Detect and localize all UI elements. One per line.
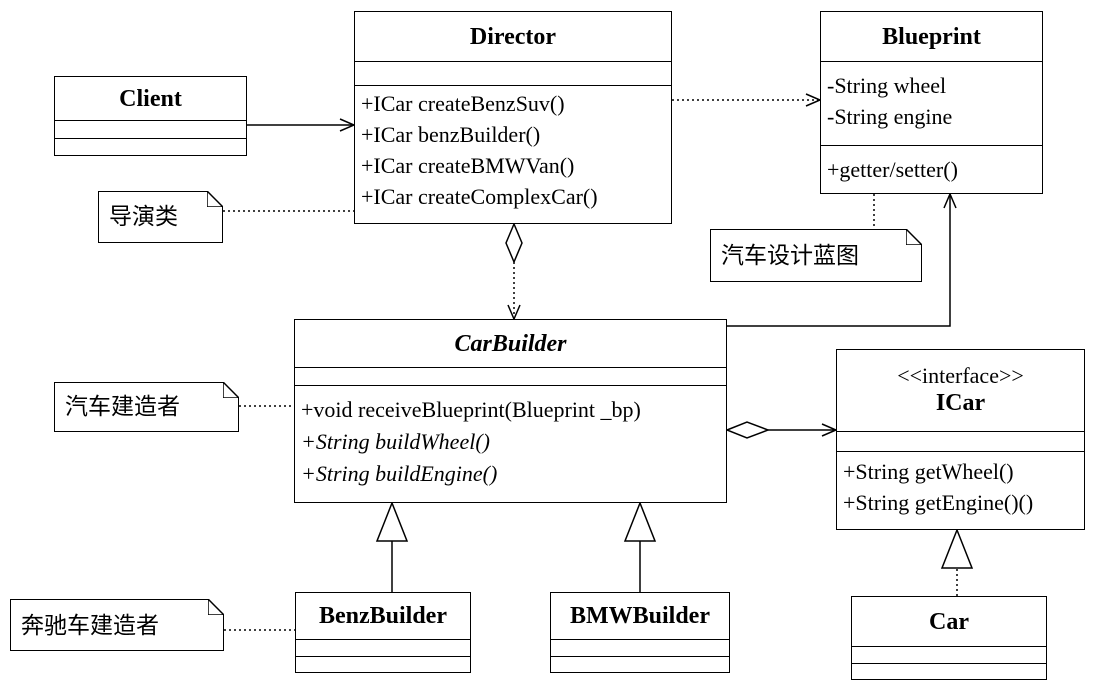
class-blueprint-methods: +getter/setter() — [821, 146, 1042, 185]
aggregation-diamond-carbuilder — [724, 421, 771, 439]
class-director-attributes — [355, 62, 671, 86]
class-car-methods — [852, 664, 1046, 679]
realization-triangle-car — [940, 527, 974, 569]
blueprint-attribute: -String wheel — [827, 73, 947, 98]
carbuilder-method: +String buildWheel() — [301, 429, 490, 454]
icar-method: +String getWheel() — [843, 459, 1014, 484]
class-car-attributes — [852, 647, 1046, 664]
class-car-name: Car — [852, 597, 1046, 647]
class-client-attributes — [55, 121, 246, 139]
note-benzbuilder-text: 奔驰车建造者 — [21, 613, 159, 639]
class-car[interactable]: Car — [851, 596, 1047, 680]
class-benzbuilder-attributes — [296, 640, 470, 657]
class-icar-methods: +String getWheel() +String getEngine()() — [837, 452, 1084, 518]
class-benzbuilder[interactable]: BenzBuilder — [295, 592, 471, 673]
note-director-text: 导演类 — [109, 204, 178, 230]
class-client-methods — [55, 139, 246, 155]
note-benzbuilder: 奔驰车建造者 — [10, 599, 224, 651]
carbuilder-blueprint-association — [726, 194, 950, 327]
note-carbuilder: 汽车建造者 — [54, 382, 239, 432]
class-icar-attributes — [837, 432, 1084, 452]
class-bmwbuilder-name: BMWBuilder — [551, 593, 729, 640]
note-fold-icon — [207, 191, 223, 207]
class-director-name: Director — [355, 12, 671, 62]
class-director-methods: +ICar createBenzSuv() +ICar benzBuilder(… — [355, 86, 671, 212]
note-fold-icon — [906, 229, 922, 245]
class-bmwbuilder[interactable]: BMWBuilder — [550, 592, 730, 673]
class-icar[interactable]: <<interface>> ICar +String getWheel() +S… — [836, 349, 1085, 530]
note-fold-icon — [223, 382, 239, 398]
class-blueprint-attributes: -String wheel -String engine — [821, 62, 1042, 146]
class-carbuilder[interactable]: CarBuilder +void receiveBlueprint(Bluepr… — [294, 319, 727, 503]
class-icar-name-block: <<interface>> ICar — [837, 350, 1084, 432]
director-method: +ICar createBMWVan() — [361, 153, 575, 178]
class-carbuilder-attributes — [295, 368, 726, 386]
director-method: +ICar createComplexCar() — [361, 184, 598, 209]
class-bmwbuilder-attributes — [551, 640, 729, 657]
director-method: +ICar benzBuilder() — [361, 122, 541, 147]
class-carbuilder-name: CarBuilder — [295, 320, 726, 368]
blueprint-method: +getter/setter() — [827, 157, 958, 182]
interface-stereotype: <<interface>> — [897, 363, 1024, 388]
class-carbuilder-methods: +void receiveBlueprint(Blueprint _bp) +S… — [295, 386, 726, 490]
note-fold-icon — [208, 599, 224, 615]
class-blueprint-name: Blueprint — [821, 12, 1042, 62]
class-client-name: Client — [55, 77, 246, 121]
note-blueprint-text: 汽车设计蓝图 — [721, 243, 859, 269]
aggregation-diamond-director — [505, 222, 523, 264]
generalization-triangle-benz — [375, 500, 409, 542]
director-method: +ICar createBenzSuv() — [361, 91, 565, 116]
class-bmwbuilder-methods — [551, 657, 729, 672]
note-director: 导演类 — [98, 191, 223, 243]
class-icar-name: ICar — [935, 390, 986, 416]
carbuilder-method: +void receiveBlueprint(Blueprint _bp) — [301, 397, 641, 422]
class-director[interactable]: Director +ICar createBenzSuv() +ICar ben… — [354, 11, 672, 224]
note-blueprint: 汽车设计蓝图 — [710, 229, 922, 282]
carbuilder-method: +String buildEngine() — [301, 461, 498, 486]
class-client[interactable]: Client — [54, 76, 247, 156]
note-carbuilder-text: 汽车建造者 — [65, 394, 180, 420]
icar-method: +String getEngine()() — [843, 490, 1034, 515]
blueprint-attribute: -String engine — [827, 104, 953, 129]
class-benzbuilder-name: BenzBuilder — [296, 593, 470, 640]
generalization-triangle-bmw — [623, 500, 657, 542]
class-benzbuilder-methods — [296, 657, 470, 672]
class-blueprint[interactable]: Blueprint -String wheel -String engine +… — [820, 11, 1043, 194]
